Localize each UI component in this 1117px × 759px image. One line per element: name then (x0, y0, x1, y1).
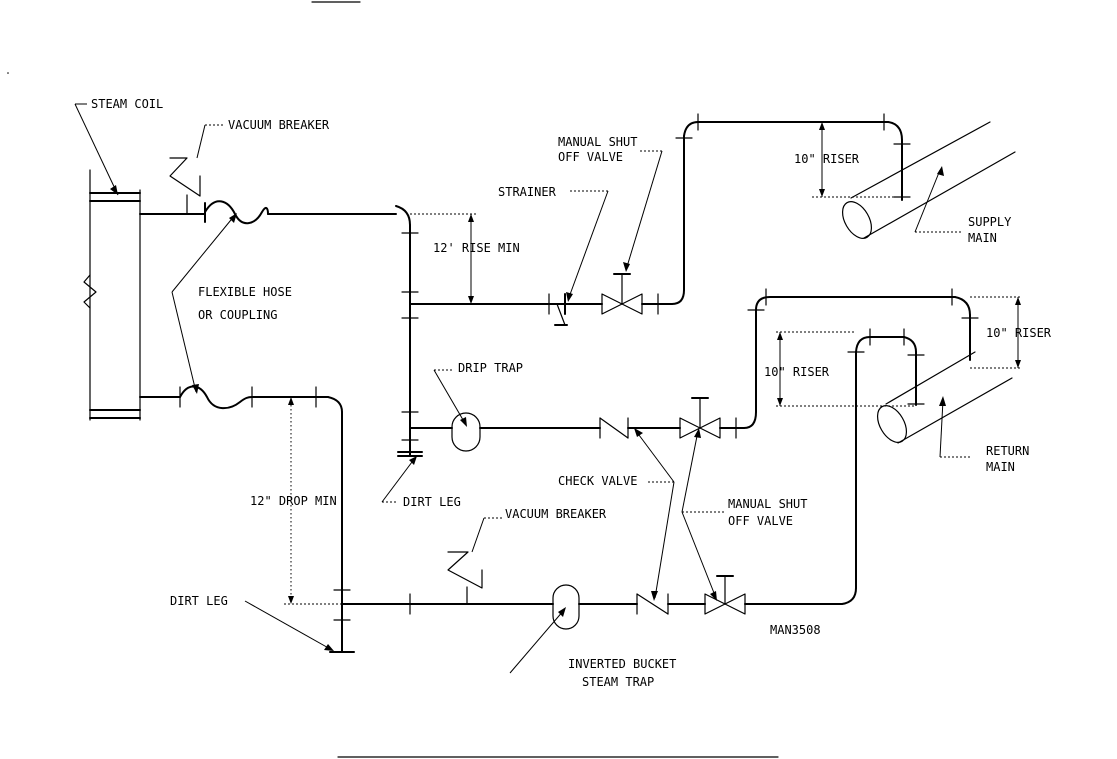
label-return-main-1: RETURN (986, 444, 1029, 458)
stray-dot (7, 72, 9, 74)
label-return-main-2: MAIN (986, 460, 1015, 474)
label-dirt-leg-mid: DIRT LEG (403, 495, 461, 509)
label-check-valve: CHECK VALVE (558, 474, 637, 488)
label-vacuum-breaker-bottom: VACUUM BREAKER (505, 507, 607, 521)
label-supply-main-1: SUPPLY (968, 215, 1012, 229)
label-manual-shut-bottom-1: MANUAL SHUT (728, 497, 807, 511)
label-flexible-hose-2: OR COUPLING (198, 308, 277, 322)
dimension-drop-min (284, 396, 342, 605)
label-riser-mid: 10" RISER (764, 365, 830, 379)
return-branch-piping (409, 288, 979, 452)
supply-main-pipe (841, 121, 1016, 239)
label-rise-min: 12' RISE MIN (433, 241, 520, 255)
label-riser-top: 10" RISER (794, 152, 860, 166)
label-manual-shut-top-2: OFF VALVE (558, 150, 623, 164)
leaders (74, 103, 972, 674)
steam-coil (83, 169, 141, 421)
dimension-riser-right (970, 296, 1022, 369)
label-manual-shut-top-1: MANUAL SHUT (558, 135, 637, 149)
dimension-riser-mid (776, 331, 916, 407)
label-inverted-bucket-1: INVERTED BUCKET (568, 657, 676, 671)
vacuum-breaker-bottom (447, 551, 483, 589)
dimension-riser-top (812, 122, 902, 198)
label-dirt-leg-left: DIRT LEG (170, 594, 228, 608)
label-manual-shut-bottom-2: OFF VALVE (728, 514, 793, 528)
label-strainer: STRAINER (498, 185, 557, 199)
label-flexible-hose-1: FLEXIBLE HOSE (198, 285, 292, 299)
label-drip-trap: DRIP TRAP (458, 361, 523, 375)
label-supply-main-2: MAIN (968, 231, 997, 245)
return-riser-piping (847, 328, 925, 589)
label-riser-right: 10" RISER (986, 326, 1052, 340)
label-drop-min: 12" DROP MIN (250, 494, 337, 508)
label-vacuum-breaker-top: VACUUM BREAKER (228, 118, 330, 132)
label-inverted-bucket-2: STEAM TRAP (582, 675, 654, 689)
return-main-pipe (876, 351, 1013, 444)
dimension-rise-min (410, 213, 478, 304)
label-steam-coil: STEAM COIL (91, 97, 163, 111)
label-drawing-number: MAN3508 (770, 623, 821, 637)
vacuum-breaker-top (169, 157, 201, 197)
supply-branch-piping (139, 113, 911, 457)
